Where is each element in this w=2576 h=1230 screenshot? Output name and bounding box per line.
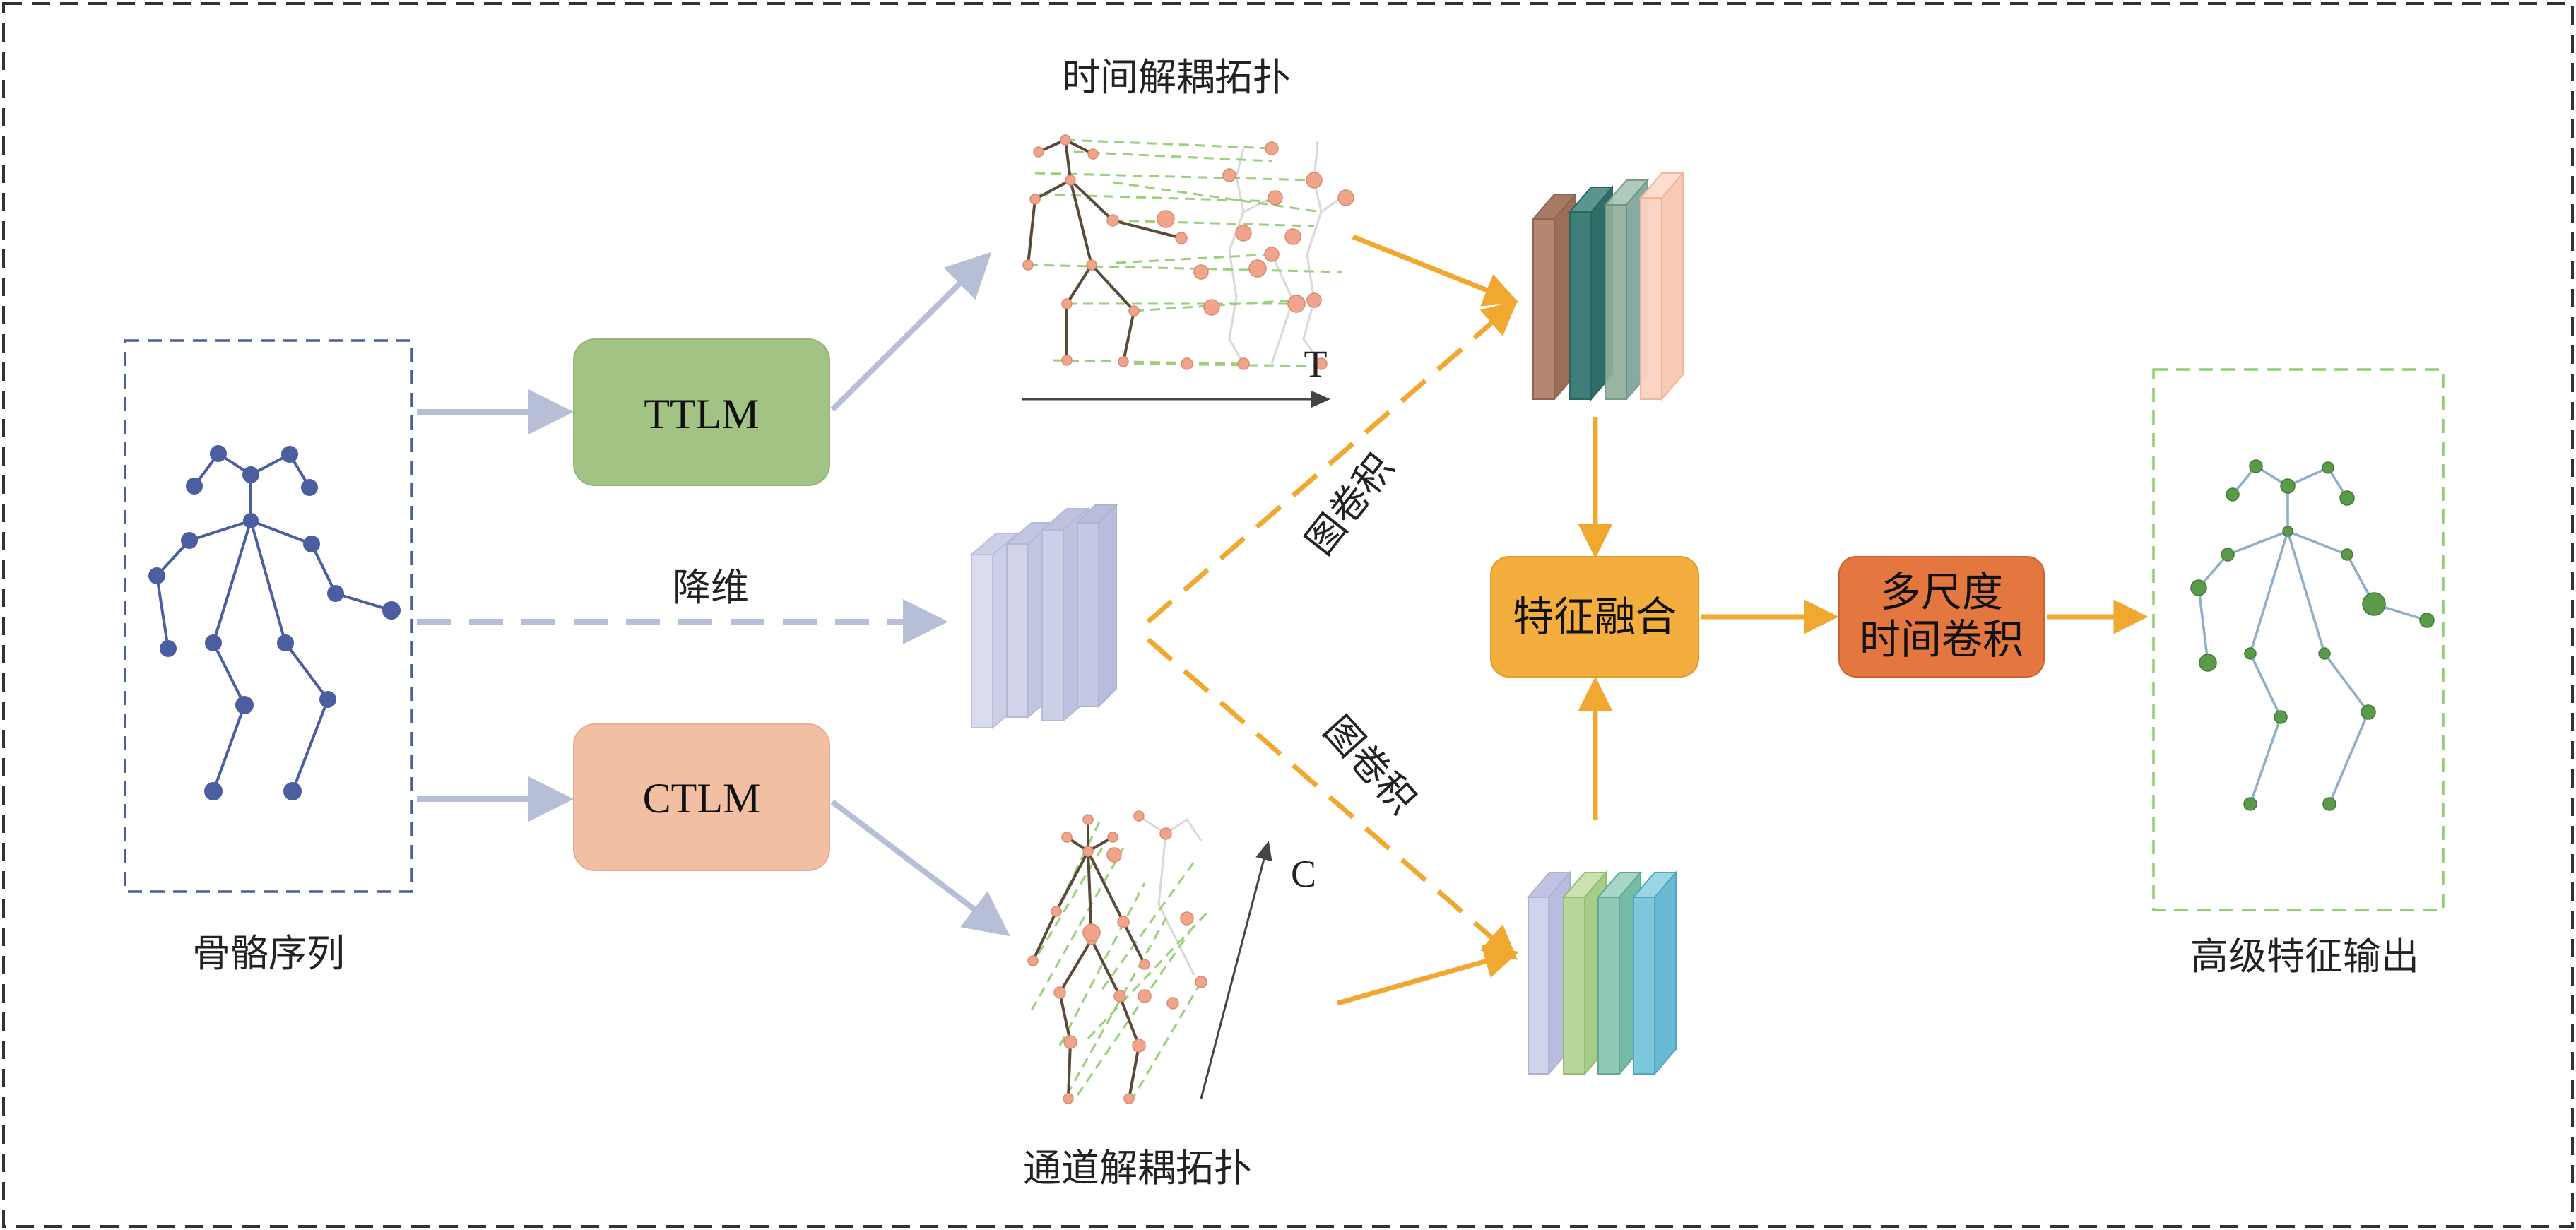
ttlm-label: TTLM: [644, 391, 759, 437]
graph-conv-lower-label: 图卷积: [1315, 707, 1424, 822]
c-axis-arrow: [1200, 841, 1272, 1099]
skeleton-sequence-panel: 骨骼序列: [124, 339, 413, 976]
channel-topology-title: 通道解耦拓扑: [1023, 1146, 1252, 1190]
high-level-output-label: 高级特征输出: [2190, 934, 2419, 978]
channel-topology: C 通道解耦拓扑: [1023, 810, 1316, 1190]
arrow-temporal-to-features: [1352, 234, 1519, 307]
ttlm-box: TTLM: [573, 338, 830, 486]
temporal-topology-title: 时间解耦拓扑: [1062, 55, 1291, 100]
channel-feature-stack: [1526, 870, 1678, 1076]
multiscale-temporal-conv-box: 多尺度 时间卷积: [1838, 556, 2045, 678]
arrow-ctlm-to-channel: [830, 799, 1010, 937]
ctlm-label: CTLM: [643, 775, 761, 822]
feature-fusion-label: 特征融合: [1513, 593, 1677, 641]
temporal-feature-stack: [1531, 171, 1685, 401]
reduced-feature-stack: [969, 503, 1118, 730]
output-skeleton: [2197, 465, 2428, 805]
graph-conv-lower-arrow: [1146, 637, 1518, 960]
skeleton-sequence-label: 骨骼序列: [192, 931, 345, 976]
t-axis-label: T: [1304, 343, 1328, 385]
arrow-ttlm-to-temporal: [830, 252, 992, 412]
temporal-topology: 时间解耦拓扑: [1022, 55, 1354, 408]
output-dashed-box: [2152, 368, 2445, 911]
mstc-label-line1: 多尺度: [1880, 568, 2003, 616]
dim-reduction-label: 降维: [673, 565, 749, 610]
input-dashed-box: [124, 339, 413, 893]
ctlm-box: CTLM: [573, 723, 830, 871]
input-skeleton: [148, 445, 401, 800]
arrow-channel-to-features: [1337, 944, 1520, 1006]
graph-conv-upper-arrow: [1146, 300, 1518, 624]
c-axis-label: C: [1291, 853, 1316, 895]
graph-conv-upper-label: 图卷积: [1297, 445, 1402, 562]
high-level-output-panel: 高级特征输出: [2152, 368, 2445, 978]
mstc-label-line2: 时间卷积: [1860, 615, 2023, 663]
feature-fusion-box: 特征融合: [1490, 556, 1699, 678]
